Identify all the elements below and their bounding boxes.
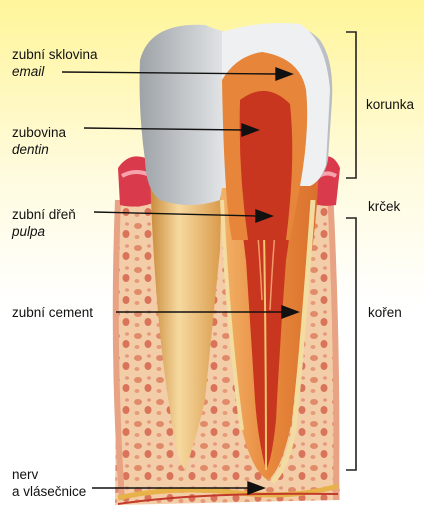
nerve-label: nerv a vlásečnice	[12, 466, 86, 500]
cementum-czech: zubní cement	[12, 304, 93, 321]
nerve-line1: nerv	[12, 466, 86, 483]
pulp-latin: pulpa	[12, 224, 45, 239]
enamel-latin: email	[12, 64, 44, 79]
crown-region-label: korunka	[366, 96, 414, 113]
neck-region-label: krček	[368, 198, 400, 215]
enamel-czech: zubní sklovina	[12, 46, 98, 63]
enamel-label: zubní sklovina email	[12, 46, 98, 80]
cementum-label: zubní cement	[12, 304, 93, 321]
root-region-label: kořen	[368, 304, 402, 321]
pulp-czech: zubní dřeň	[12, 206, 76, 223]
dentin-czech: zubovina	[12, 124, 66, 141]
dentin-latin: dentin	[12, 142, 49, 157]
dentin-label: zubovina dentin	[12, 124, 66, 158]
pulp-label: zubní dřeň pulpa	[12, 206, 76, 240]
nerve-line2: a vlásečnice	[12, 483, 86, 500]
